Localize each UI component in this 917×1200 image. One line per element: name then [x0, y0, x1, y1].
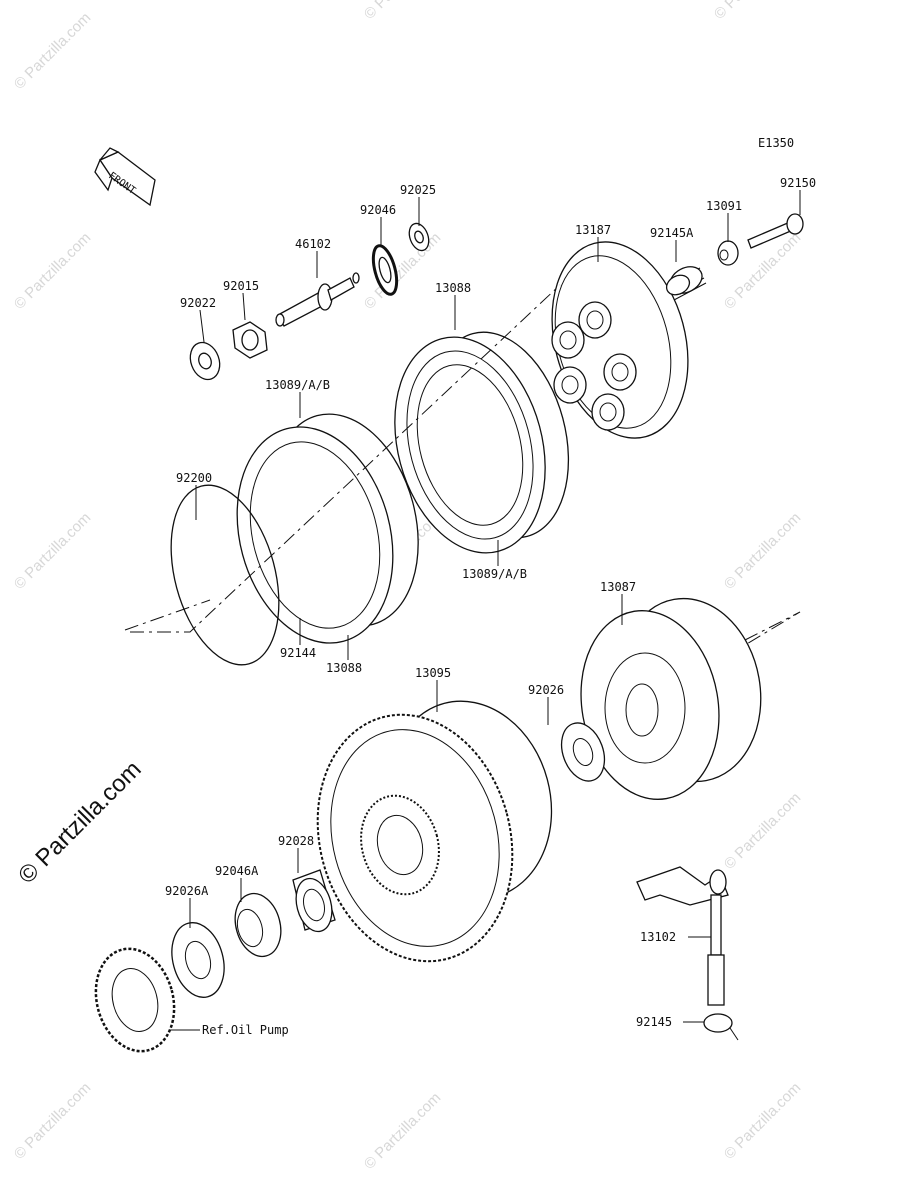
watermark: © Partzilla.com	[721, 789, 804, 872]
watermark: © Partzilla.com	[11, 1079, 94, 1162]
side-watermark: © Partzilla.com	[13, 756, 146, 889]
watermark: © Partzilla.com	[721, 1079, 804, 1162]
part-label[interactable]: 92200	[176, 471, 212, 485]
ring-92200	[170, 484, 280, 666]
watermark: © Partzilla.com	[11, 229, 94, 312]
watermark: © Partzilla.com	[361, 1089, 444, 1172]
part-label[interactable]: 92022	[180, 296, 216, 310]
collar-13091	[717, 240, 739, 266]
part-label[interactable]: 13088	[435, 281, 471, 295]
washer-92025	[408, 222, 430, 252]
watermark: © Partzilla.com	[11, 9, 94, 92]
leader-lines	[170, 190, 801, 1031]
part-label[interactable]: 13089/A/B	[462, 567, 527, 581]
part-label[interactable]: 92025	[400, 183, 436, 197]
part-label[interactable]: 92026A	[165, 884, 209, 898]
part-labels: 92025 92046 46102 92015 92022 13088 1318…	[165, 176, 816, 1037]
watermark: © Partzilla.com	[361, 229, 444, 312]
clutch-hub-13087	[580, 597, 762, 800]
watermark: © Partzilla.com	[711, 0, 794, 23]
part-label[interactable]: 92145A	[650, 226, 694, 240]
part-label[interactable]: 13102	[640, 930, 676, 944]
pressure-plate-13187	[551, 241, 689, 439]
part-label[interactable]: Ref.Oil Pump	[202, 1023, 289, 1037]
clutch-housing-13095	[316, 700, 553, 963]
washer-92022	[189, 341, 221, 381]
watermark: © Partzilla.com	[361, 0, 444, 23]
sleeve-92028	[292, 869, 336, 933]
part-label[interactable]: 92028	[278, 834, 314, 848]
part-label[interactable]: 92015	[223, 279, 259, 293]
part-label[interactable]: 13187	[575, 223, 611, 237]
plate-stack-13088-13089-top	[394, 331, 570, 554]
axis-line	[124, 599, 211, 631]
figure-code: E1350	[758, 136, 794, 150]
part-label[interactable]: 92150	[780, 176, 816, 190]
washer-92026	[560, 722, 606, 782]
watermark: © Partzilla.com	[11, 509, 94, 592]
washer-92026A	[171, 922, 225, 998]
front-arrow-icon: FRONT	[94, 147, 156, 207]
part-label[interactable]: 92144	[280, 646, 316, 660]
release-shaft-13102	[636, 866, 729, 1006]
needle-bearing-92046A	[234, 892, 282, 958]
spring-92145A	[665, 266, 707, 301]
part-label[interactable]: 46102	[295, 237, 331, 251]
shaft-46102	[275, 272, 360, 327]
part-label[interactable]: 92145	[636, 1015, 672, 1029]
axis-line	[744, 611, 801, 646]
oil-pump-gear	[94, 947, 176, 1053]
plate-stack-13088-13089-bottom	[236, 413, 419, 644]
part-label[interactable]: 13089/A/B	[265, 378, 330, 392]
watermark: © Partzilla.com	[721, 509, 804, 592]
part-label[interactable]: 13088	[326, 661, 362, 675]
axis-line	[130, 284, 561, 633]
part-label[interactable]: 92046A	[215, 864, 259, 878]
part-label[interactable]: 92046	[360, 203, 396, 217]
bearing-92046	[371, 244, 399, 296]
bolt-92150	[747, 213, 804, 249]
part-label[interactable]: 13091	[706, 199, 742, 213]
part-label[interactable]: 13095	[415, 666, 451, 680]
part-label[interactable]: 13087	[600, 580, 636, 594]
nut-92015	[232, 321, 268, 359]
spring-clip-92145	[703, 1013, 739, 1041]
part-label[interactable]: 92026	[528, 683, 564, 697]
